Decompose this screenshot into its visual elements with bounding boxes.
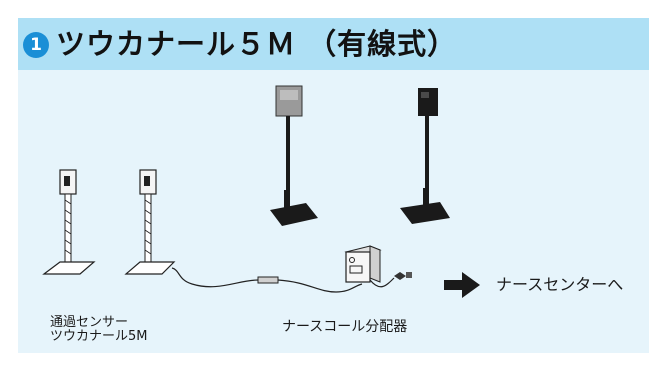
floor-stand-left-icon — [270, 85, 318, 226]
distributor-box-icon — [344, 245, 382, 283]
nurse-center-label: ナースセンターへ — [496, 275, 624, 294]
sensor-pole-right-icon — [124, 169, 176, 275]
plug-cable — [369, 277, 395, 288]
cable-connector-icon — [257, 276, 279, 284]
sensor-pole-left-icon — [42, 169, 96, 275]
sensor-label-line2: ツウカナール5M — [50, 329, 148, 344]
plug-icon — [394, 272, 412, 280]
floor-stand-right-icon — [400, 88, 450, 224]
system-diagram — [42, 85, 480, 298]
title-bar: 1 ツウカナール５Ｍ （有線式） — [18, 18, 649, 70]
sensor-label-line1: 通過センサー — [50, 315, 129, 330]
diagram-panel — [18, 70, 649, 353]
right-arrow-icon — [444, 272, 480, 298]
sensor-label: 通過センサー ツウカナール5M — [50, 316, 148, 344]
sensor-cable — [171, 267, 259, 288]
page-title: ツウカナール５Ｍ （有線式） — [56, 27, 458, 61]
distributor-label: ナースコール分配器 — [282, 319, 408, 335]
number-badge: 1 — [23, 32, 49, 58]
distributor-cable — [277, 279, 363, 293]
